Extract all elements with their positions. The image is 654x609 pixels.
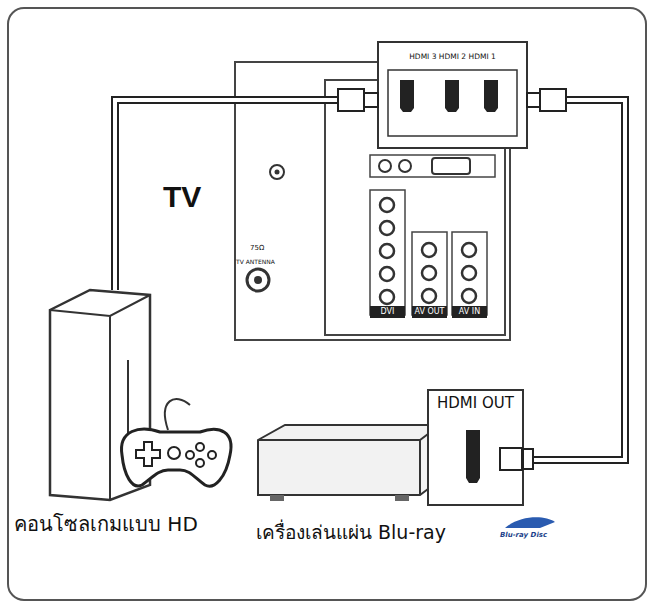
antenna-jack	[254, 276, 262, 284]
jack-column	[412, 232, 447, 315]
panel-label: DVI	[370, 307, 405, 316]
jack-row	[370, 155, 495, 177]
label-bar	[412, 306, 447, 318]
jack	[379, 160, 391, 172]
node-label: HDMI OUT	[428, 394, 523, 412]
hdmi-cable	[115, 100, 378, 290]
node-label: คอนโซลเกมแบบ HD	[14, 508, 198, 540]
game-console: คอนโซลเกมแบบ HD	[50, 290, 150, 500]
player-body	[258, 425, 440, 495]
rca-jacks	[380, 198, 476, 304]
panel-label: TV ANTENNA	[236, 258, 275, 265]
gamepad	[122, 399, 231, 486]
jack-column	[452, 232, 487, 315]
hdmi-cable	[523, 100, 625, 460]
hdmi-out-box: HDMI OUT	[428, 390, 523, 505]
player-edge	[258, 425, 440, 495]
hdmi-out-port	[466, 430, 480, 483]
jack	[399, 160, 411, 172]
node-label: เครื่องเล่นแผ่น Blu-ray	[256, 517, 446, 547]
hdmi-panel	[378, 42, 527, 148]
tv-node: TV	[235, 62, 510, 340]
hdmi-input-panel: HDMI 3 HDMI 2 HDMI 1	[378, 42, 527, 148]
antenna-jack	[247, 269, 269, 291]
hdmi-plug	[338, 89, 566, 470]
vga-port	[432, 158, 470, 174]
player-foot	[395, 495, 409, 501]
panel-label: 75Ω	[250, 244, 264, 252]
panel-label: AV OUT	[412, 307, 447, 316]
hdmi-panel-inner	[388, 70, 517, 136]
label-bar	[452, 306, 487, 318]
bluray-player: เครื่องเล่นแผ่น Blu-ray	[258, 425, 440, 501]
panel-label: AV IN	[452, 307, 487, 316]
bluray-logo	[505, 517, 555, 528]
frame	[8, 8, 646, 600]
player-foot	[270, 495, 284, 501]
node-label: HDMI 3 HDMI 2 HDMI 1	[378, 52, 527, 61]
panel-label: Blu-ray Disc	[500, 531, 547, 539]
jack	[270, 165, 284, 179]
jack	[275, 170, 280, 175]
jack-column	[370, 190, 405, 315]
node-label: TV	[163, 180, 201, 214]
hdmi-ports	[400, 80, 498, 112]
label-bar	[370, 306, 405, 318]
hdmi-out-panel	[428, 390, 523, 505]
console-slot	[127, 360, 129, 440]
